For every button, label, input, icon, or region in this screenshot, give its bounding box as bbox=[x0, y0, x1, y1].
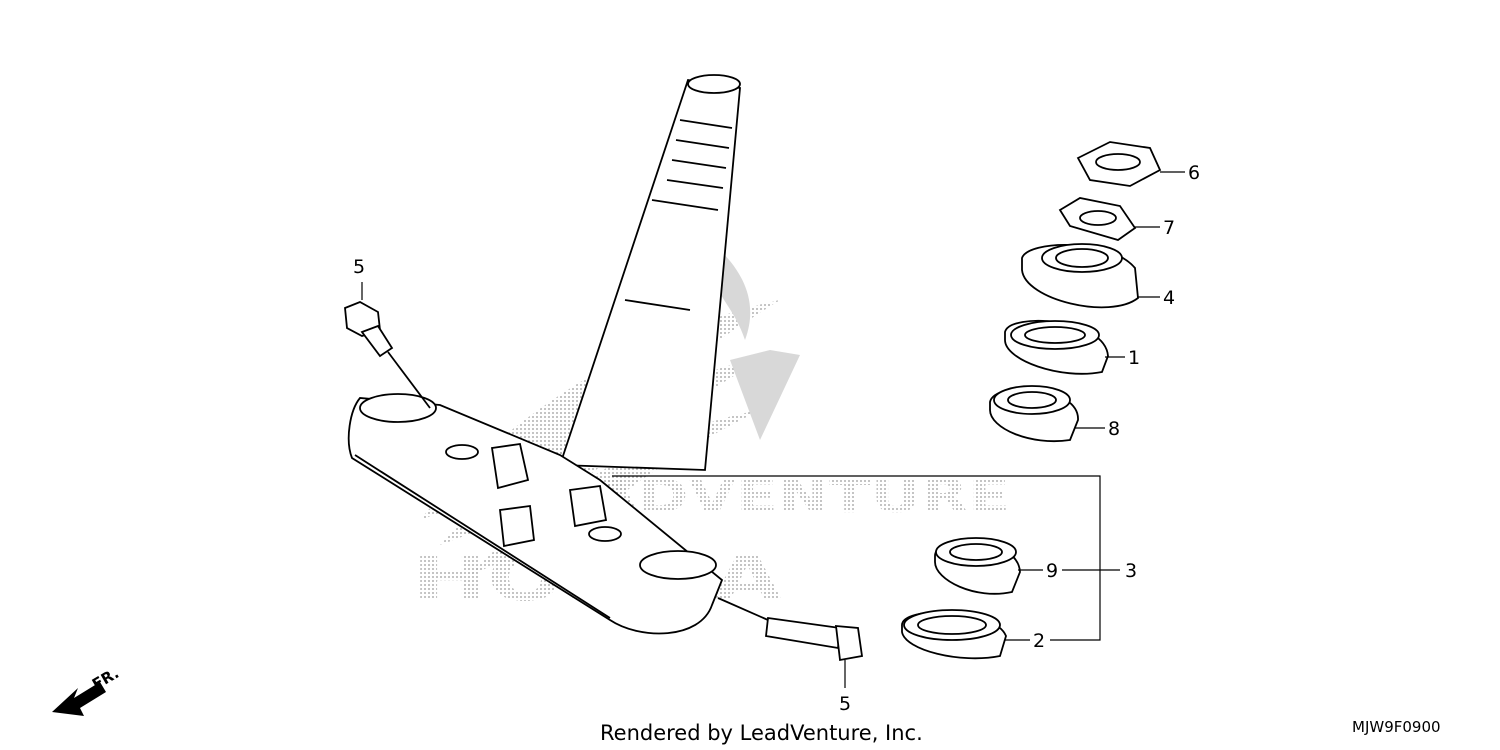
part-1-race bbox=[1004, 319, 1109, 375]
callout-3: 3 bbox=[1125, 560, 1137, 582]
callout-2: 2 bbox=[1033, 630, 1045, 652]
callout-8: 8 bbox=[1108, 418, 1120, 440]
callout-5-upper: 5 bbox=[353, 256, 365, 278]
part-2-seal bbox=[901, 609, 1007, 660]
callout-9: 9 bbox=[1046, 560, 1058, 582]
callout-6: 6 bbox=[1188, 162, 1200, 184]
callout-7: 7 bbox=[1163, 217, 1175, 239]
bolt-upper bbox=[344, 301, 431, 409]
part-6-nut bbox=[1076, 141, 1162, 187]
callouts: 6 7 4 1 8 9 3 2 5 5 bbox=[353, 162, 1200, 715]
render-credit: Rendered by LeadVenture, Inc. bbox=[600, 721, 923, 745]
steering-stem bbox=[558, 74, 741, 471]
leader-lines bbox=[361, 171, 1185, 688]
callout-5-lower: 5 bbox=[839, 693, 851, 715]
part-7-lock-washer bbox=[1058, 197, 1137, 241]
part-9-bearing bbox=[934, 537, 1021, 595]
part-8-bearing bbox=[989, 385, 1079, 442]
callout-4: 4 bbox=[1163, 287, 1175, 309]
callout-1: 1 bbox=[1128, 347, 1140, 369]
part-4-nut-assembly bbox=[1021, 243, 1139, 309]
bolt-lower bbox=[717, 597, 864, 662]
lower-triple-clamp bbox=[347, 393, 724, 635]
watermark-word: ADVENTURE bbox=[590, 469, 1010, 523]
diagram-code: MJW9F0900 bbox=[1352, 718, 1441, 736]
front-arrow-icon: FR. bbox=[52, 664, 122, 716]
